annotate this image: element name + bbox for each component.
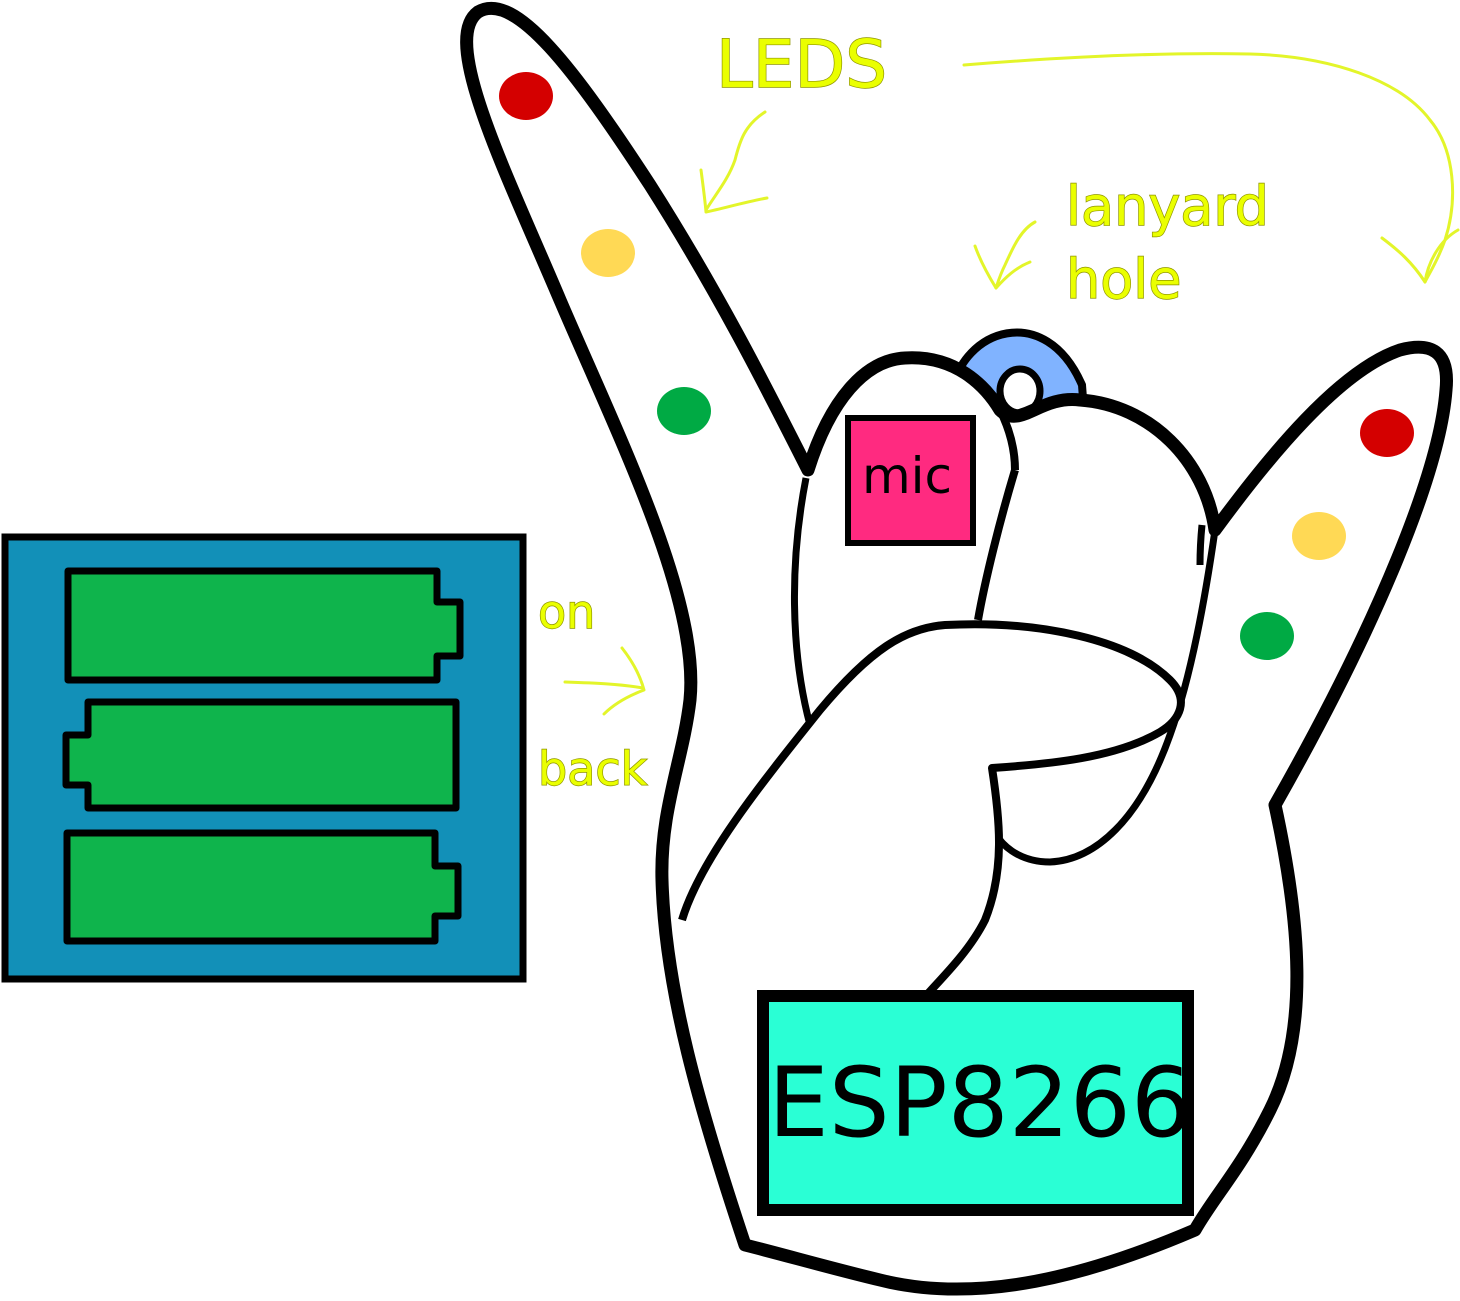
on-back-arrow [563,680,645,690]
on-label: on [538,585,595,639]
battery-top [64,567,464,684]
leds-left-arrowhead [699,168,769,214]
led-red-right [1360,409,1414,457]
battery-pack [1,533,527,983]
mic-box [845,415,976,546]
left-finger-leds [499,72,711,435]
hand [460,1,1453,1296]
on-back-arrowhead [602,646,646,716]
back-label: back [538,742,648,796]
led-yellow-right [1292,512,1346,560]
mic-module: mic [845,415,976,546]
lanyard-arrowhead [973,244,1032,290]
leds-label: LEDS [716,26,887,103]
leds-right-arrow [962,52,1454,284]
lanyard-label-line2: hole [1066,248,1182,311]
led-green-left [657,387,711,435]
ring-finger-inner [1196,524,1206,566]
battery-middle [62,698,460,812]
esp-box [757,990,1194,1216]
esp-label: ESP8266 [768,1047,1192,1159]
index-finger-inner-left [791,477,814,726]
right-finger-leds [1240,409,1414,660]
mic-label: mic [862,447,952,505]
led-green-right [1240,612,1294,660]
annotation-arrows [563,52,1460,716]
leds-left-arrow [704,110,767,212]
lanyard-label-line1: lanyard [1066,175,1269,238]
middle-finger-divider [996,408,1019,471]
curled-fingers [997,529,1219,866]
annotation-labels: LEDS lanyard hole on back [537,25,1269,796]
esp-module: ESP8266 [757,990,1194,1216]
thumb [678,620,1185,1005]
battery-bottom [63,829,462,945]
lanyard-arrow [994,220,1037,290]
leds-right-arrowhead [1380,228,1460,284]
led-yellow-left [581,229,635,277]
led-red-left [499,72,553,120]
middle-finger-gap [974,468,1019,621]
